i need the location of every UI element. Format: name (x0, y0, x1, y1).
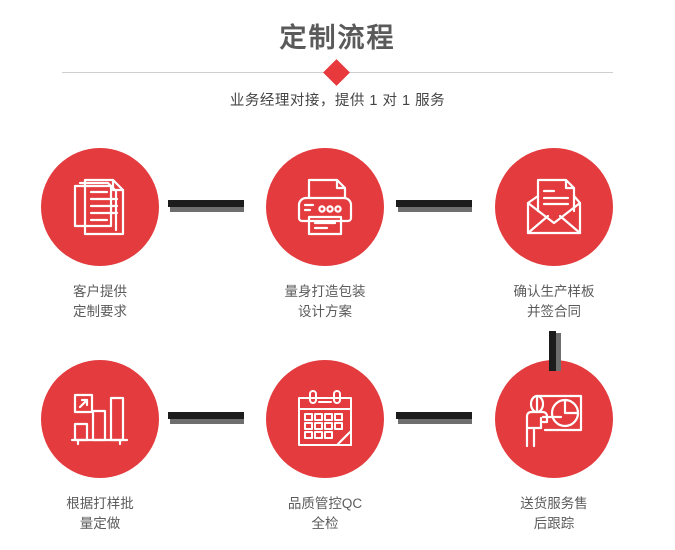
step-caption: 根据打样批 量定做 (66, 496, 134, 531)
step-item: 客户提供 定制要求 (10, 148, 190, 322)
header-section: 定制流程 业务经理对接，提供 1 对 1 服务 (0, 0, 675, 130)
connector-shadow (170, 419, 244, 424)
step-caption: 送货服务售 后跟踪 (520, 496, 588, 531)
step-item: 品质管控QC 全检 (235, 360, 415, 534)
connector-bar (549, 331, 556, 371)
connector-bar (396, 412, 472, 419)
connector-horizontal (396, 412, 472, 424)
step-caption: 确认生产样板 并签合同 (513, 284, 595, 319)
connector-bar (168, 200, 244, 207)
connector-shadow (170, 207, 244, 212)
divider (62, 59, 613, 86)
connector-horizontal (168, 412, 244, 424)
step-item: 量身打造包装 设计方案 (235, 148, 415, 322)
step-item: 确认生产样板 并签合同 (464, 148, 644, 322)
step-icon-circle (266, 148, 384, 266)
page-title: 定制流程 (279, 23, 396, 53)
calendar-icon (294, 389, 356, 449)
diamond-icon (323, 59, 350, 86)
presentation-person-icon (523, 390, 585, 448)
connector-shadow (556, 333, 561, 371)
step-icon-circle (41, 148, 159, 266)
step-caption: 品质管控QC 全检 (287, 496, 363, 531)
connector-shadow (398, 207, 472, 212)
step-icon-circle (41, 360, 159, 478)
connector-horizontal (396, 200, 472, 212)
documents-stack-icon (69, 176, 131, 238)
step-caption: 客户提供 定制要求 (73, 284, 127, 319)
process-steps: 客户提供 定制要求 量身 (0, 148, 675, 550)
printer-icon (293, 176, 357, 238)
step-item: 根据打样批 量定做 (10, 360, 190, 534)
connector-bar (396, 200, 472, 207)
connector-shadow (398, 419, 472, 424)
step-icon-circle (495, 360, 613, 478)
connector-horizontal (168, 200, 244, 212)
connector-bar (168, 412, 244, 419)
bar-chart-growth-icon (70, 390, 130, 448)
connector-vertical (549, 331, 561, 371)
envelope-letter-icon (522, 177, 586, 237)
step-item: 送货服务售 后跟踪 (464, 360, 644, 534)
page-subtitle: 业务经理对接，提供 1 对 1 服务 (229, 93, 446, 109)
step-icon-circle (266, 360, 384, 478)
step-caption: 量身打造包装 设计方案 (284, 284, 366, 319)
step-icon-circle (495, 148, 613, 266)
